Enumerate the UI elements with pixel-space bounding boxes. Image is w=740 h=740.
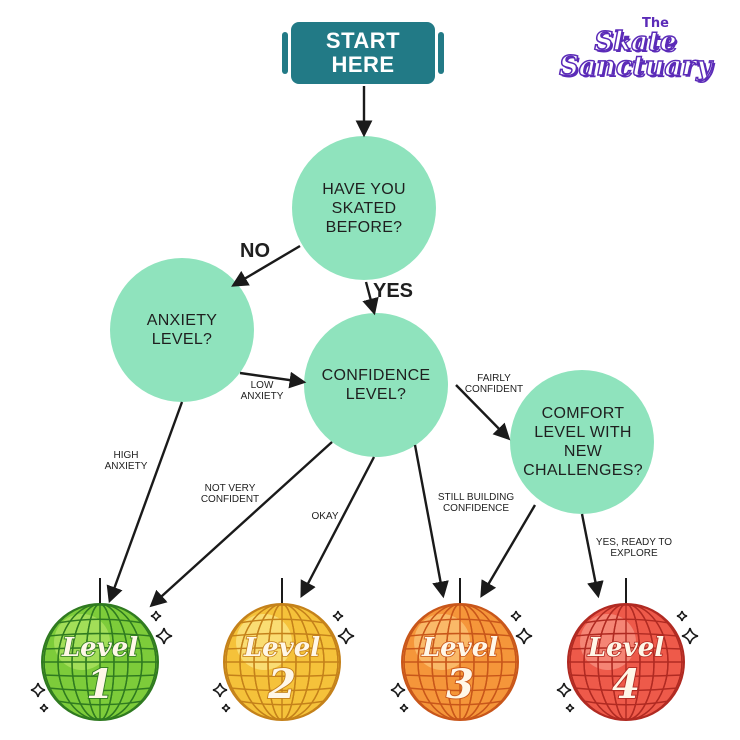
sparkle-icon-2-a [337,627,355,645]
sparkle-icon-4-a [681,627,699,645]
edge-label-still-building: STILL BUILDING CONFIDENCE [437,492,515,514]
edge-label-low-anxiety: LOW ANXIETY [240,380,284,402]
arrow-high-anxiety [106,401,184,604]
edge-label-high-anxiety: HIGH ANXIETY [104,450,148,472]
sparkle-icon-3-b [510,610,522,622]
arrow-low-anxiety [239,371,307,389]
node-comfort-circle [510,370,654,514]
sparkle-icon-1-c [30,682,46,698]
edge-label-okay: OKAY [311,511,339,522]
arrow-still-building [413,444,449,599]
brand-logo: The Skate Sanctuary [548,16,723,86]
arrow-comfort-to-3 [480,504,537,598]
node-confidence-circle [304,313,448,457]
brand-line2: Sanctuary [558,51,712,82]
start-label-line1: START [325,28,401,53]
sparkle-icon-2-c [212,682,228,698]
sparkle-icon-1-d [39,703,49,713]
edge-label-fairly-confident: FAIRLY CONFIDENT [464,373,524,395]
arrow-fairly-confident [455,384,511,441]
edge-label-no: NO [240,240,270,262]
level-2-tiles [225,605,339,719]
level-4-number: 4 [612,661,640,708]
level-1-tiles [43,605,157,719]
arrow-not-very-confident [149,441,333,608]
arrow-no [231,244,301,287]
level-4-tiles [569,605,683,719]
level-1-word: Level [61,633,138,663]
arrow-yes-ready [580,513,604,599]
sparkle-icon-4-b [676,610,688,622]
brand-line1: Skate [594,27,678,57]
node-confidence-label: CONFIDENCE LEVEL? [321,367,431,403]
node-comfort-label: COMFORT LEVEL WITH NEW CHALLENGES? [523,405,643,479]
start-here-box: START HERE [282,22,444,84]
arrow-yes [362,281,379,316]
sparkle-icon-1-a [155,627,173,645]
sparkle-icon-4-c [556,682,572,698]
node-anxiety-circle [110,258,254,402]
sparkle-icon-3-a [515,627,533,645]
level-3-tiles [403,605,517,719]
sparkle-icon-1-b [150,610,162,622]
start-label-line2: HERE [331,52,395,77]
level-3-word: Level [421,633,498,663]
level-1-number: 1 [86,661,114,708]
edge-label-yes-ready: YES, READY TO EXPLORE [595,537,673,559]
sparkle-icon-2-b [332,610,344,622]
edge-label-yes: YES [373,280,414,302]
sparkle-icon-4-d [565,703,575,713]
arrow-okay [300,456,376,598]
node-skated-before-circle [292,136,436,280]
brand-the: The [642,16,669,31]
sparkle-icon-3-d [399,703,409,713]
level-2-word: Level [243,633,320,663]
level-3-number: 3 [446,661,474,708]
sparkle-icon-2-d [221,703,231,713]
level-2-number: 2 [267,661,296,708]
sparkle-icon-3-c [390,682,406,698]
edge-label-not-very-confident: NOT VERY CONFIDENT [200,483,260,505]
level-4-word: Level [587,633,664,663]
node-skated-before-label: HAVE YOU SKATED BEFORE? [322,180,406,236]
node-anxiety-label: ANXIETY LEVEL? [146,312,218,348]
